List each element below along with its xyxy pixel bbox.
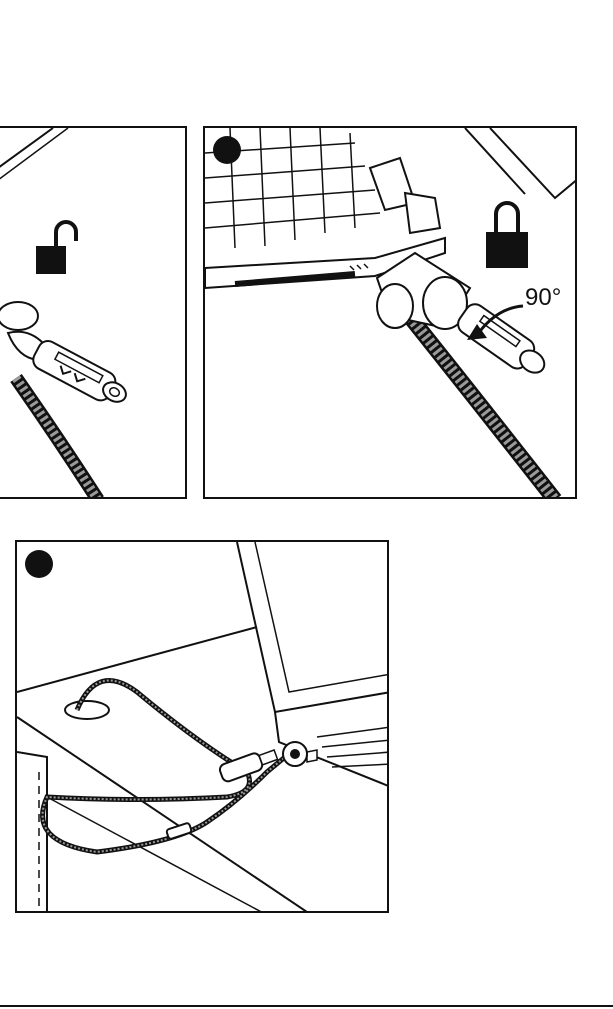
- key-icon: [30, 338, 132, 411]
- unlocked-padlock-icon: [36, 222, 76, 274]
- illustration-panel-unlocked: [0, 126, 187, 499]
- locked-illustration: [205, 128, 577, 499]
- desk-illustration: [17, 542, 389, 913]
- unlocked-illustration: [0, 128, 187, 499]
- illustration-panel-desk: [15, 540, 389, 913]
- locked-padlock-icon: [486, 203, 528, 268]
- page-bottom-rule: [0, 1005, 613, 1007]
- rotation-angle-label: 90°: [525, 284, 561, 312]
- security-cable: [16, 378, 98, 499]
- step-marker: [25, 550, 53, 578]
- lock-head: [283, 742, 307, 766]
- laptop: [237, 542, 389, 787]
- step-marker: [213, 136, 241, 164]
- illustration-panel-locked: 90°: [203, 126, 577, 499]
- desk: [17, 627, 307, 913]
